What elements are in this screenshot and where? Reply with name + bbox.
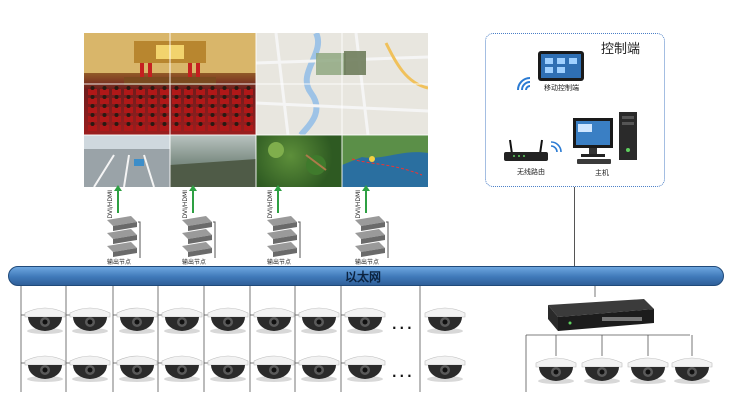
signal-arrowhead [362,185,370,191]
dome-camera-10 [24,355,66,382]
coast-scene [342,135,428,176]
dome-camera-3 [116,307,158,334]
wall-tile-aerial-forest [256,135,342,187]
dome-camera-4 [161,307,203,334]
dome-camera-14 [207,355,249,382]
switch-stack-icon [107,216,141,258]
signal-arrow [365,187,367,213]
wifi-signal-icon [517,77,531,91]
dome-camera-2 [69,307,111,334]
output-node-label: 输出节点 [107,259,132,266]
signal-arrowhead [274,185,282,191]
control-panel [485,33,665,187]
wall-tile-river [170,135,256,187]
control-panel-title: 控制端 [601,42,641,57]
forest-scene [268,142,327,175]
signal-arrowhead [114,185,122,191]
dome-camera-15 [253,355,295,382]
camera-row-ellipsis-top: ... [392,318,415,332]
router-icon [504,139,548,161]
dome-camera-7 [298,307,340,334]
switch-stack-icon [267,216,301,258]
river-scene [170,159,256,187]
switch-stack-icon [182,216,216,258]
signal-arrow [117,187,119,213]
output-node-label: 输出节点 [355,259,380,266]
dome-camera-19 [535,357,577,384]
dome-camera-1 [24,307,66,334]
wall-tile-road-intersection [84,135,170,187]
switch-stack-icon [355,216,389,258]
camera-row-ellipsis-bottom: ... [392,366,415,380]
dome-camera-21 [627,357,669,384]
dome-camera-5 [207,307,249,334]
signal-arrow [277,187,279,213]
dome-camera-16 [298,355,340,382]
router-wifi-signal-icon [550,141,562,153]
dome-camera-22 [671,357,713,384]
ethernet-bus-label: 以太网 [345,270,382,284]
dome-camera-13 [161,355,203,382]
ethernet-bus [8,266,724,286]
mobile-control-label: 移动控制端 [544,84,579,92]
video-wall [84,33,428,187]
dome-camera-20 [581,357,623,384]
tablet-icon [538,51,584,81]
host-label: 主机 [595,169,609,177]
output-node-label: 输出节点 [182,259,207,266]
host-computer-icon [573,112,637,164]
wall-tile-satellite-coast [342,135,428,187]
dome-camera-18 [424,355,466,382]
dome-camera-9 [424,307,466,334]
control-to-bus-line [574,187,575,267]
output-node-label: 输出节点 [267,259,292,266]
road-scene [84,135,170,187]
signal-arrowhead [189,185,197,191]
router-label: 无线路由 [517,168,545,176]
dome-camera-11 [69,355,111,382]
wall-grid-lines [84,33,428,187]
dome-camera-17 [344,355,386,382]
signal-arrow [192,187,194,213]
dome-camera-12 [116,355,158,382]
nvr-recorder-icon [548,299,654,331]
dome-camera-8 [344,307,386,334]
dome-camera-6 [253,307,295,334]
